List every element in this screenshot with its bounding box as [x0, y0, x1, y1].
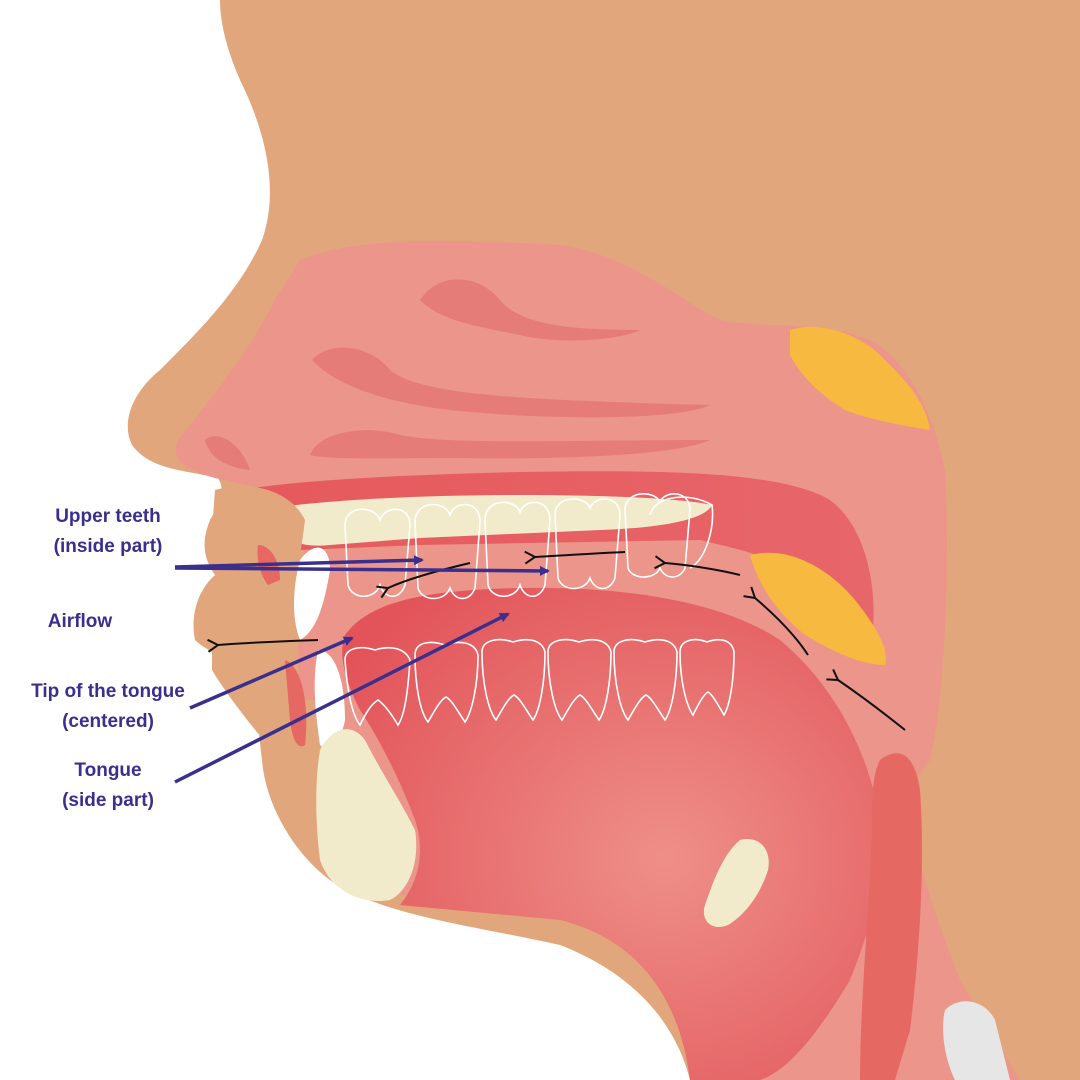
- label-tongue-side: Tongue (side part): [28, 756, 188, 816]
- label-airflow: Airflow: [28, 607, 132, 637]
- label-upper-teeth-line2: (inside part): [28, 532, 188, 562]
- label-tongue-side-line2: (side part): [28, 786, 188, 816]
- label-airflow-line1: Airflow: [28, 607, 132, 637]
- label-tongue-tip: Tip of the tongue (centered): [16, 677, 200, 737]
- label-upper-teeth: Upper teeth (inside part): [28, 502, 188, 562]
- label-upper-teeth-line1: Upper teeth: [28, 502, 188, 532]
- label-tongue-side-line1: Tongue: [28, 756, 188, 786]
- label-tongue-tip-line1: Tip of the tongue: [16, 677, 200, 707]
- label-tongue-tip-line2: (centered): [16, 707, 200, 737]
